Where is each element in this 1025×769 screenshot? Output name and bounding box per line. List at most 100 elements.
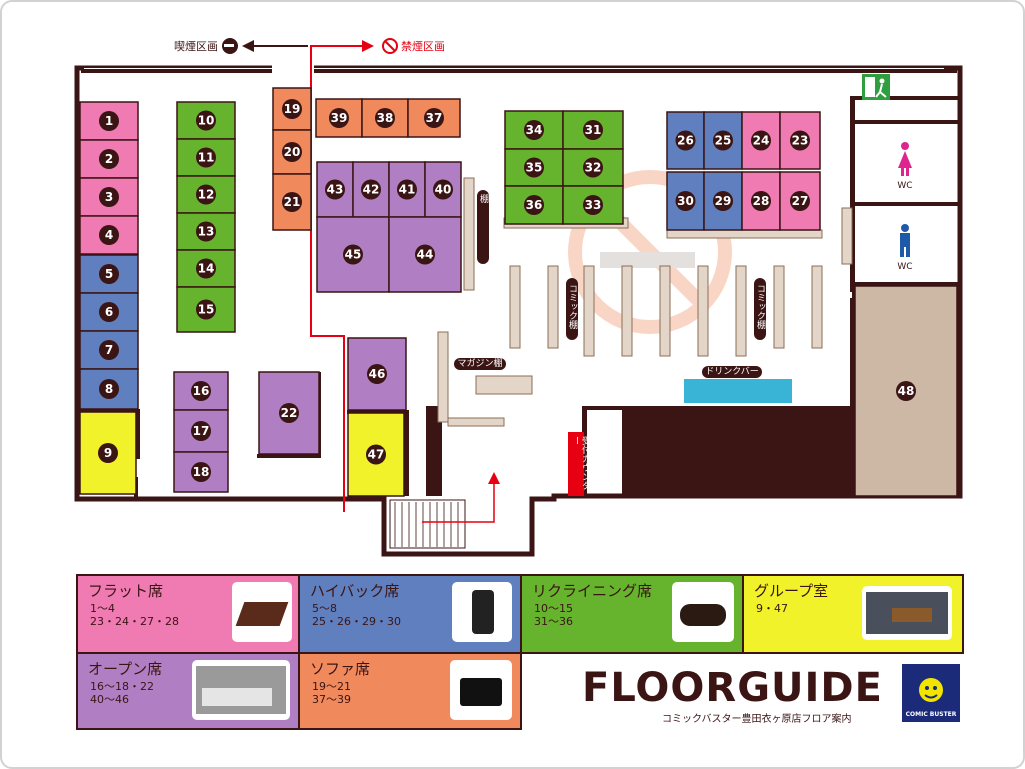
smoking-zone-indicator: 喫煙区画 禁煙区画 bbox=[174, 38, 445, 54]
floorguide-subtitle: コミックバスター豊田衣ヶ原店フロア案内 bbox=[662, 714, 852, 725]
booth-6: 6 bbox=[79, 292, 139, 332]
floor-plan: 喫煙区画 禁煙区画 bbox=[74, 38, 963, 557]
booth-3: 3 bbox=[79, 177, 139, 217]
booth-23: 23 bbox=[779, 111, 821, 170]
highback-seat-photo bbox=[452, 582, 512, 642]
booth-29: 29 bbox=[703, 171, 743, 231]
legend-group: グループ室 9・47 bbox=[742, 574, 964, 654]
booth-number: 12 bbox=[198, 188, 215, 202]
flat-seat-photo bbox=[232, 582, 292, 642]
booth-28: 28 bbox=[741, 171, 781, 231]
booth-44: 44 bbox=[388, 216, 462, 293]
smoking-icon bbox=[222, 38, 238, 54]
legend-flat-line2: 23・24・27・28 bbox=[90, 615, 179, 628]
legend-flat-line1: 1〜4 bbox=[90, 602, 115, 615]
booth-number: 40 bbox=[435, 183, 452, 197]
booth-number: 45 bbox=[345, 248, 362, 262]
booth-number: 10 bbox=[198, 114, 215, 128]
comic-shelf-label-2: コミック棚 bbox=[755, 284, 765, 329]
booth-number: 22 bbox=[281, 406, 298, 420]
booth-number: 24 bbox=[753, 134, 770, 148]
booth-17: 17 bbox=[173, 409, 229, 453]
booth-number: 37 bbox=[426, 111, 443, 125]
smoking-label: 喫煙区画 bbox=[174, 40, 218, 53]
booth-number: 18 bbox=[193, 465, 210, 479]
shelf bbox=[509, 265, 521, 349]
legend-highback-title: ハイバック席 bbox=[310, 582, 400, 600]
booth-number: 15 bbox=[198, 303, 215, 317]
sofa-seat-photo bbox=[450, 660, 512, 720]
stairs bbox=[389, 499, 466, 549]
booth-number: 6 bbox=[105, 305, 113, 319]
booth-21: 21 bbox=[272, 173, 312, 231]
no-smoking-icon bbox=[382, 38, 398, 54]
booth-number: 5 bbox=[105, 267, 113, 281]
booth-11: 11 bbox=[176, 138, 236, 177]
legend-sofa-title: ソファ席 bbox=[310, 660, 371, 678]
shelf bbox=[773, 265, 785, 349]
booth-12: 12 bbox=[176, 175, 236, 214]
female-toilet-icon bbox=[898, 142, 912, 176]
booth-number: 31 bbox=[585, 123, 602, 137]
wc-male-label: WC bbox=[897, 262, 912, 272]
reception-counter bbox=[568, 432, 584, 496]
shelf bbox=[666, 229, 823, 239]
booth-number: 14 bbox=[198, 262, 215, 276]
booth-47: 47 bbox=[347, 412, 405, 497]
booth-number: 47 bbox=[368, 448, 385, 462]
booth-number: 4 bbox=[105, 228, 113, 242]
booth-number: 19 bbox=[284, 102, 301, 116]
booth-32: 32 bbox=[562, 148, 624, 187]
booth-number: 46 bbox=[369, 367, 386, 381]
booth-37: 37 bbox=[407, 98, 461, 138]
booth-number: 16 bbox=[193, 384, 210, 398]
booth-1: 1 bbox=[79, 101, 139, 141]
booth-number: 34 bbox=[526, 123, 543, 137]
shelf bbox=[547, 265, 559, 349]
booth-number: 13 bbox=[198, 225, 215, 239]
booth-38: 38 bbox=[361, 98, 409, 138]
legend-group-title: グループ室 bbox=[754, 582, 829, 600]
logo-text: COMIC BUSTER bbox=[905, 711, 957, 718]
booth-48: 48 bbox=[854, 285, 958, 497]
booth-9: 9 bbox=[79, 411, 137, 495]
legend-reclining-line1: 10〜15 bbox=[534, 602, 573, 615]
shelf bbox=[841, 207, 853, 265]
booth-8: 8 bbox=[79, 368, 139, 410]
booth-number: 1 bbox=[105, 114, 113, 128]
booth-46: 46 bbox=[347, 337, 407, 411]
booth-13: 13 bbox=[176, 212, 236, 251]
booth-number: 43 bbox=[327, 183, 344, 197]
reclining-seat-photo bbox=[672, 582, 734, 642]
legend-highback-line1: 5〜8 bbox=[312, 602, 337, 615]
legend-sofa-line2: 37〜39 bbox=[312, 693, 351, 706]
comic-shelf-label-1: コミック棚 bbox=[567, 284, 577, 329]
booth-36: 36 bbox=[504, 185, 564, 225]
booth-7: 7 bbox=[79, 330, 139, 370]
shelf bbox=[811, 265, 823, 349]
shelf bbox=[621, 265, 633, 357]
new-shelf bbox=[463, 177, 475, 291]
booth-number: 29 bbox=[715, 194, 732, 208]
booth-16: 16 bbox=[173, 371, 229, 411]
shelf bbox=[735, 265, 747, 357]
booth-30: 30 bbox=[666, 171, 705, 231]
legend-highback-line2: 25・26・29・30 bbox=[312, 615, 401, 628]
booth-number: 42 bbox=[363, 183, 380, 197]
legend-reclining-title: リクライニング席 bbox=[532, 582, 653, 600]
booth-20: 20 bbox=[272, 129, 312, 175]
shelf bbox=[697, 265, 709, 357]
legend-open-title: オープン席 bbox=[88, 660, 163, 678]
booth-number: 32 bbox=[585, 161, 602, 175]
booth-number: 30 bbox=[677, 194, 694, 208]
booth-4: 4 bbox=[79, 215, 139, 255]
booth-number: 48 bbox=[898, 384, 915, 398]
booth-number: 25 bbox=[715, 134, 732, 148]
shelf bbox=[659, 265, 671, 357]
legend-group-line1: 9・47 bbox=[756, 602, 788, 615]
